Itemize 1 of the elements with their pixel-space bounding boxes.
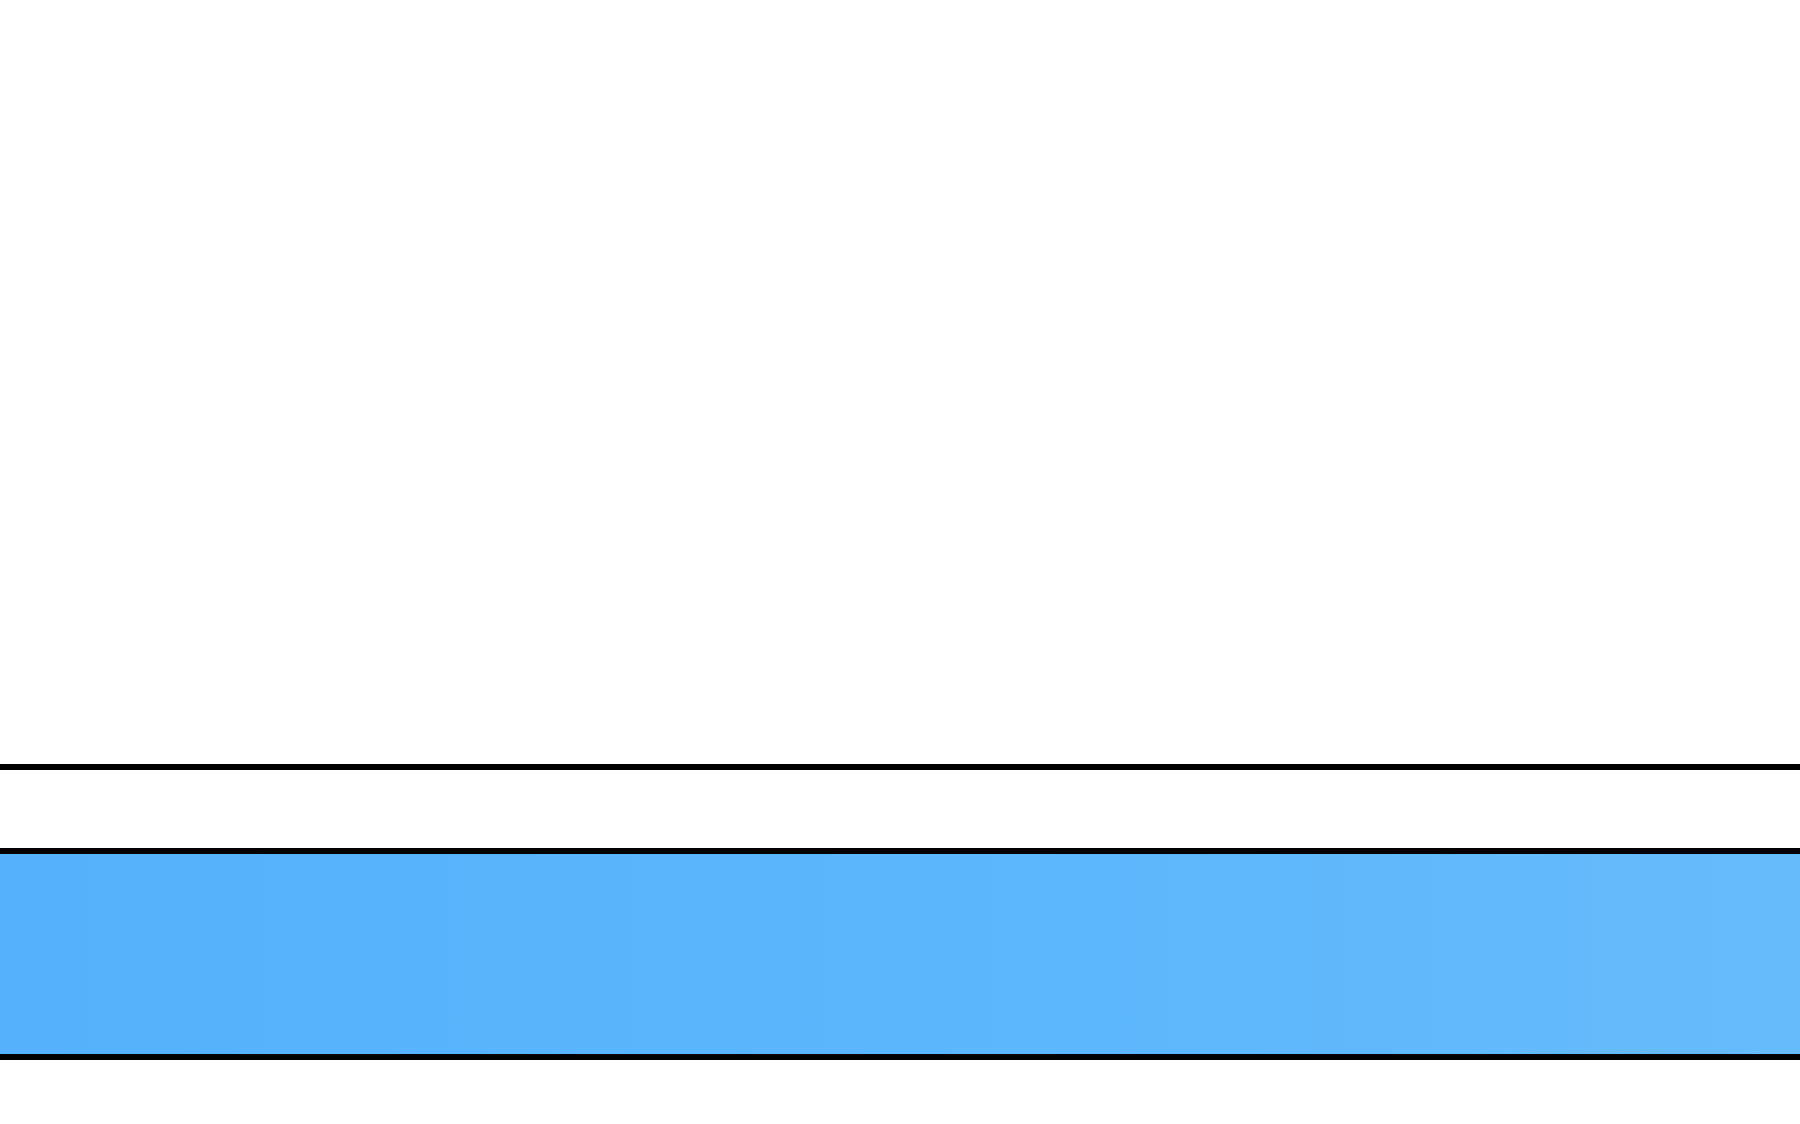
- band: [0, 848, 1800, 1060]
